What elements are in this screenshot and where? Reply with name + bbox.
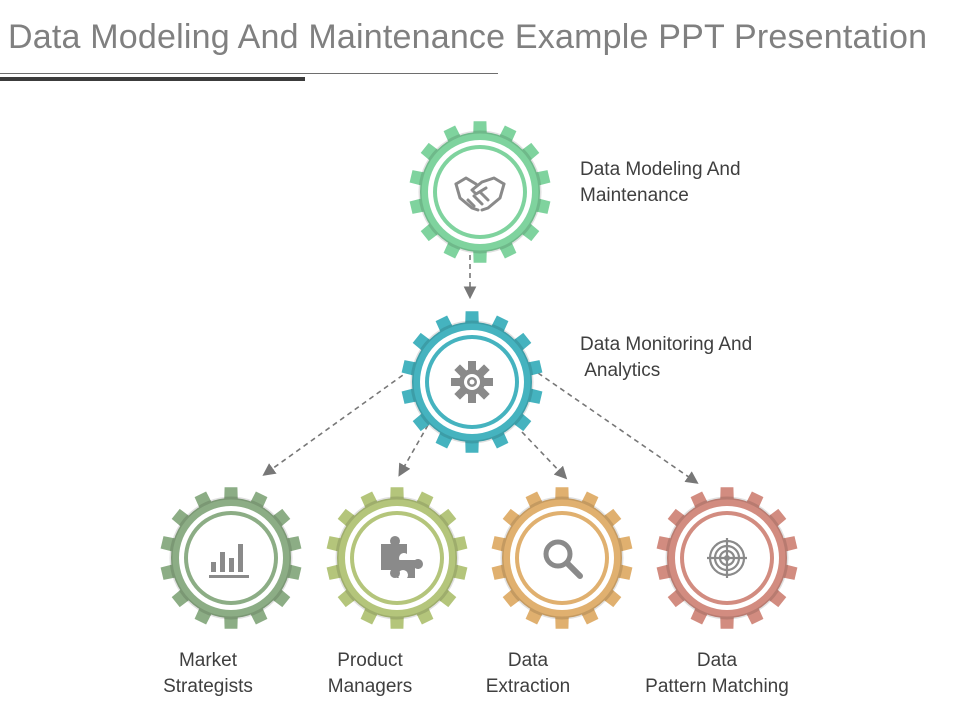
gear-data-modeling (409, 121, 551, 263)
node-label-product-managers: Product Managers (327, 650, 413, 697)
gear-market-strategists (160, 487, 302, 629)
connector-arrows (262, 255, 699, 484)
gear-data-monitoring (401, 311, 543, 453)
gear-data-extraction (491, 487, 633, 629)
arrow-middle-to-data-extraction (521, 431, 568, 480)
gear-nodes (160, 121, 798, 629)
title-underline-thick (0, 77, 305, 81)
node-label-market-strategists: Market Strategists (163, 650, 253, 697)
arrow-middle-to-data-pattern-matching (537, 372, 699, 484)
gear-data-extraction-face (519, 515, 605, 601)
gear-data-pattern-matching (656, 487, 798, 629)
node-label-data-monitoring: Data Monitoring And Analytics (580, 334, 753, 381)
node-label-data-modeling: Data Modeling And Maintenance (580, 159, 741, 206)
gear-target-icon (451, 361, 493, 403)
node-label-data-extraction: Data Extraction (485, 650, 571, 697)
page-title: Data Modeling And Maintenance Example PP… (8, 18, 928, 56)
node-label-data-pattern-matching: Data Pattern Matching (645, 650, 789, 697)
title-underline-thin (0, 73, 498, 74)
arrow-middle-to-product-managers (398, 424, 429, 477)
arrow-middle-to-market-strategists (262, 369, 411, 476)
gear-product-managers (326, 487, 468, 629)
